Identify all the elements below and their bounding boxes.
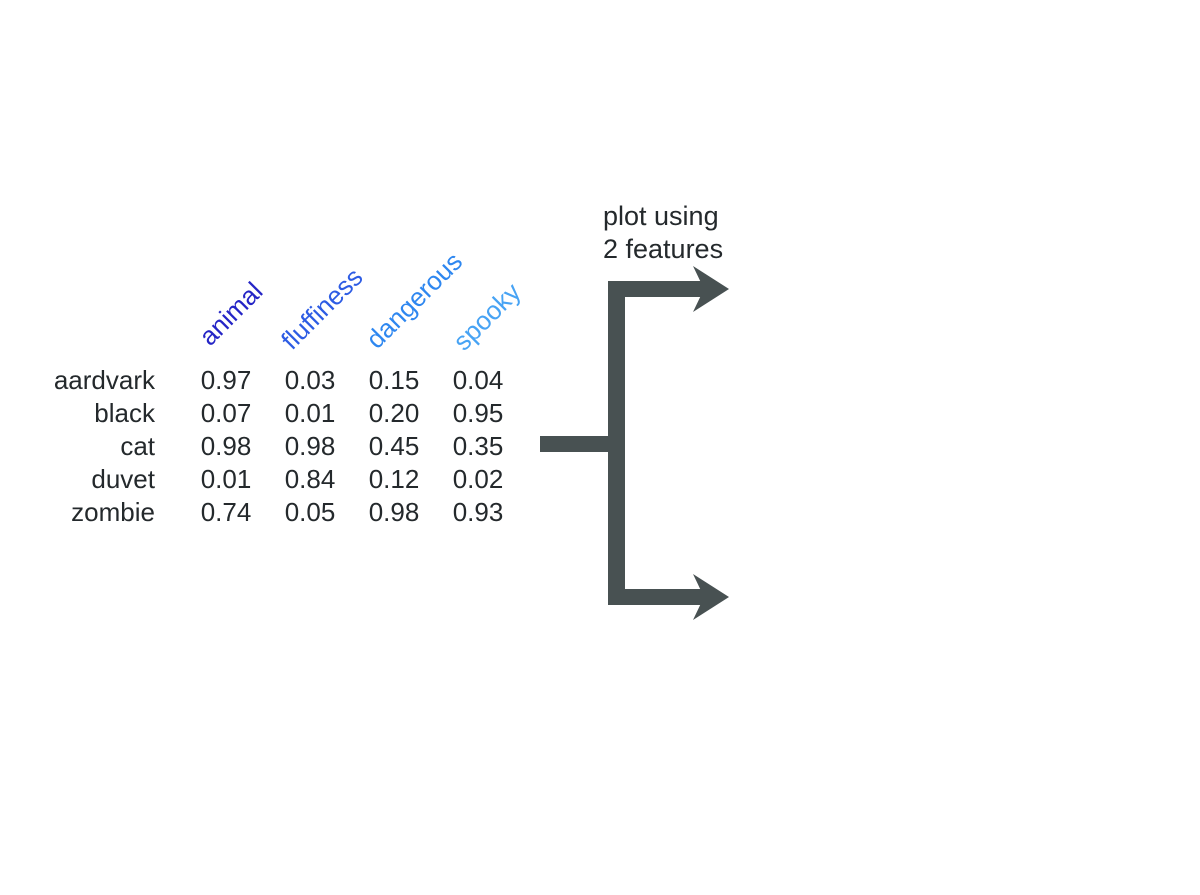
- table-cell: 0.97: [200, 365, 252, 395]
- table-cell: 0.45: [368, 431, 420, 461]
- table-cell: 0.04: [452, 365, 504, 395]
- table-row: zombie 0.74 0.05 0.98 0.93: [44, 496, 520, 529]
- table-cell: 0.74: [200, 497, 252, 527]
- diagram-caption: plot using 2 features: [603, 200, 723, 266]
- table-cell: 0.84: [284, 464, 336, 494]
- arrow-bottom-branch: [608, 589, 706, 605]
- caption-line-1: plot using: [603, 201, 719, 231]
- column-header-spooky: spooky: [447, 276, 527, 357]
- table-row: black 0.07 0.01 0.20 0.95: [44, 397, 520, 430]
- table-cell: 0.05: [284, 497, 336, 527]
- table-row: cat 0.98 0.98 0.45 0.35: [44, 430, 520, 463]
- column-header-animal: animal: [193, 275, 269, 352]
- arrowhead-icon: [693, 266, 729, 312]
- table-cell: 0.20: [368, 398, 420, 428]
- table-cell: 0.98: [284, 431, 336, 461]
- table-cell: 0.98: [368, 497, 420, 527]
- table-cell: 0.02: [452, 464, 504, 494]
- row-label: duvet: [91, 464, 155, 494]
- arrow-top-branch: [608, 281, 706, 297]
- table-cell: 0.01: [200, 464, 252, 494]
- table-row: duvet 0.01 0.84 0.12 0.02: [44, 463, 520, 496]
- table-row: aardvark 0.97 0.03 0.15 0.04: [44, 364, 520, 397]
- table-cell: 0.95: [452, 398, 504, 428]
- table-cell: 0.03: [284, 365, 336, 395]
- arrow-vertical-bar: [608, 281, 625, 605]
- arrow-stub: [540, 436, 612, 452]
- caption-line-2: 2 features: [603, 234, 724, 264]
- table-cell: 0.93: [452, 497, 504, 527]
- fork-arrow: [540, 266, 729, 620]
- arrowhead-icon: [693, 574, 729, 620]
- table-cell: 0.01: [284, 398, 336, 428]
- row-label: zombie: [71, 497, 155, 527]
- row-label: aardvark: [53, 365, 155, 395]
- column-header-fluffiness: fluffiness: [275, 261, 369, 356]
- table-cell: 0.07: [200, 398, 252, 428]
- table-cell: 0.15: [368, 365, 420, 395]
- table-cell: 0.98: [200, 431, 252, 461]
- table-cell: 0.12: [368, 464, 420, 494]
- feature-table: aardvark 0.97 0.03 0.15 0.04 black 0.07 …: [44, 364, 520, 529]
- table-cell: 0.35: [452, 431, 504, 461]
- row-label: black: [94, 398, 155, 428]
- row-label: cat: [120, 431, 155, 461]
